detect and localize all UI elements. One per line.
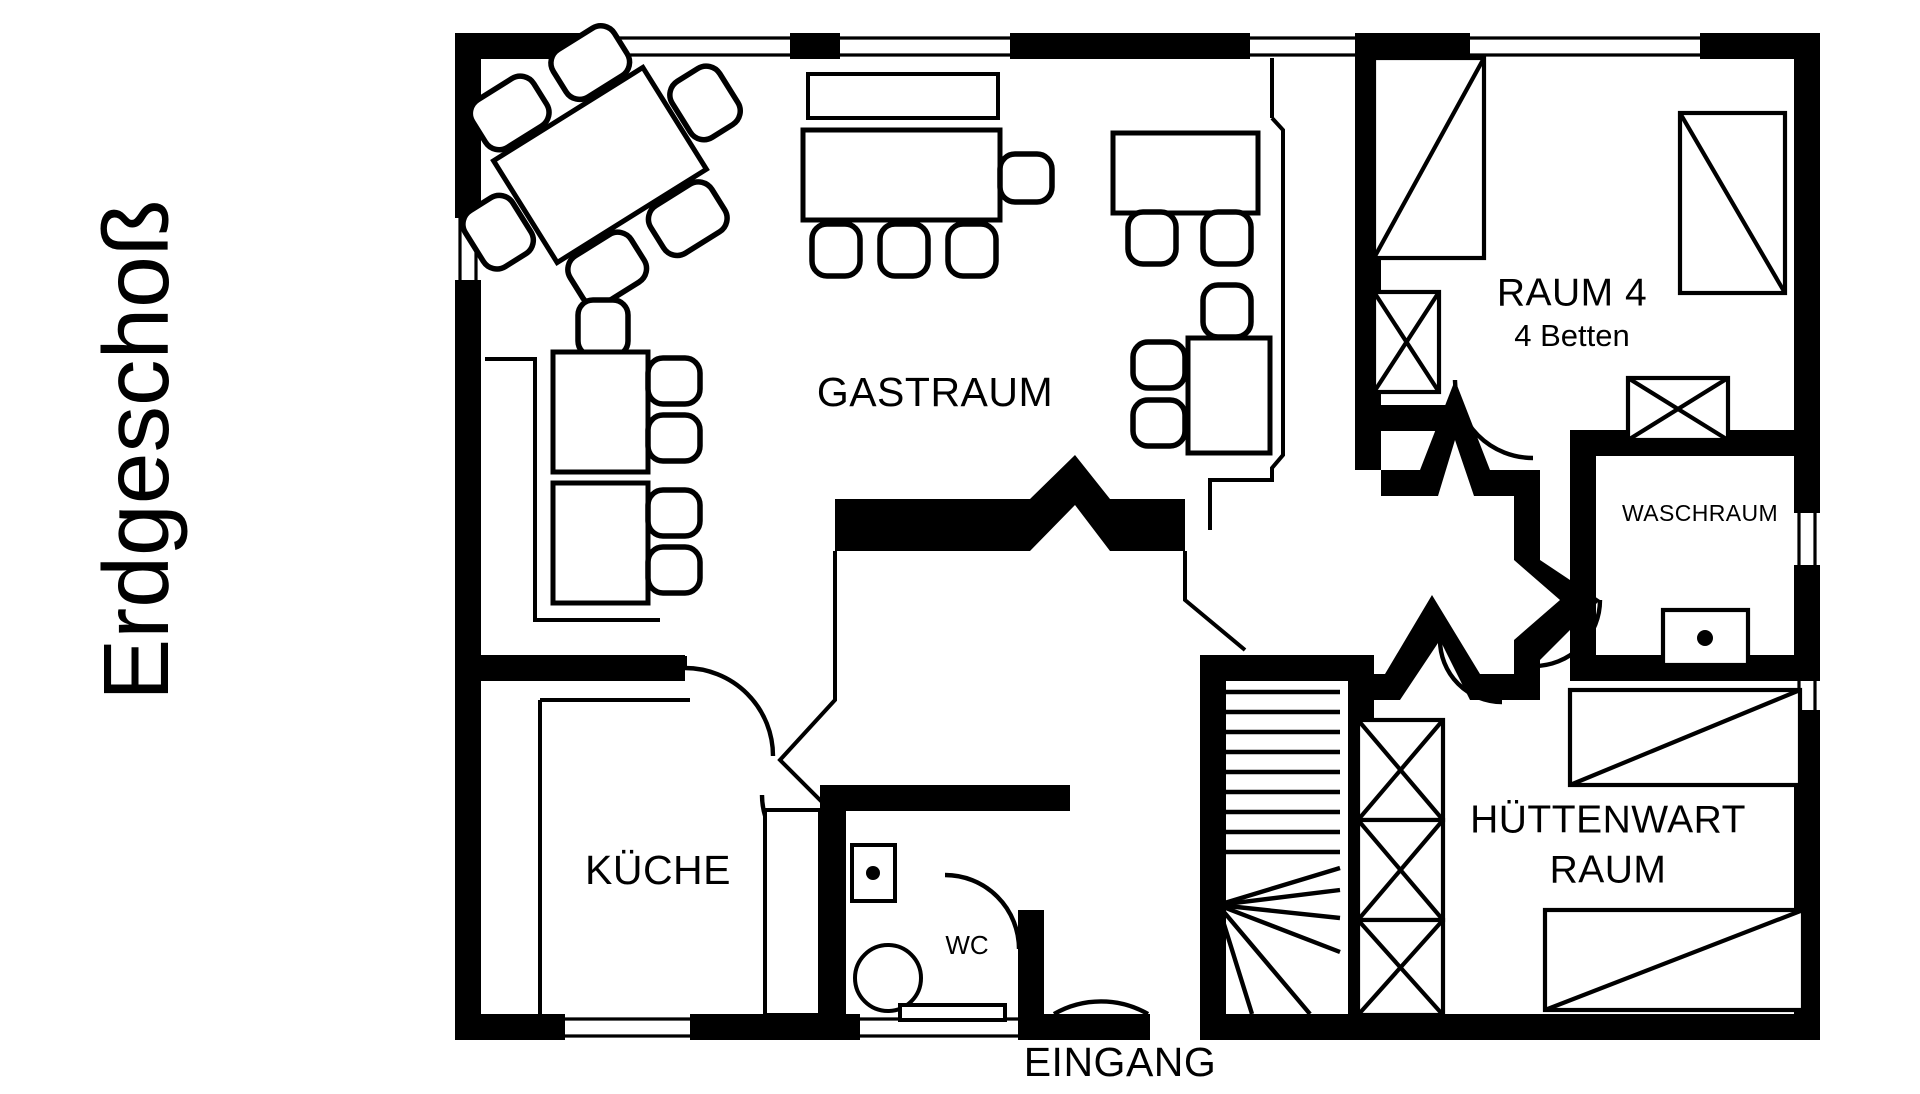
wc-fittings (850, 843, 1007, 1022)
chair (997, 151, 1055, 205)
room-label-gastraum: GASTRAUM (817, 369, 1053, 415)
gastraum-right-partition (1208, 58, 1285, 530)
chair (1130, 397, 1188, 449)
wc-floor-trim (898, 1003, 1007, 1022)
chair (1200, 282, 1254, 340)
sink-drain (866, 866, 880, 880)
table (550, 480, 651, 606)
dining-table-group (460, 23, 743, 309)
raum4-furniture (1371, 55, 1788, 443)
room-labels: GASTRAUM RAUM 4 4 Betten WASCHRAUM HÜTTE… (585, 271, 1778, 1085)
right-lower-furniture (1130, 282, 1273, 456)
left-tables-group (485, 297, 703, 622)
kitchen-fittings (538, 698, 822, 1017)
sink-drain (1697, 630, 1713, 646)
gastraum-boundary (835, 470, 1185, 551)
table (1185, 335, 1273, 456)
room-sublabel-raum4-beds: 4 Betten (1514, 318, 1629, 353)
right-upper-furniture (1110, 130, 1261, 267)
room-label-waschraum: WASCHRAUM (1622, 500, 1778, 526)
bench (806, 72, 1000, 120)
chair (1130, 339, 1188, 391)
long-table (800, 127, 1003, 223)
table (1110, 130, 1261, 216)
room-label-kueche: KÜCHE (585, 847, 731, 893)
room-label-huettenwart-line1: HÜTTENWART (1470, 798, 1746, 841)
chair (645, 412, 703, 464)
top-center-furniture (800, 72, 1055, 279)
toilet (853, 943, 923, 1013)
chair (1200, 209, 1254, 267)
door-arcs (683, 379, 1603, 1016)
hall-zigzag-wall (1348, 380, 1600, 700)
closet-x-panels (1355, 717, 1446, 1018)
chair (645, 544, 703, 596)
chair (945, 221, 999, 279)
huettenwart-furniture (1542, 687, 1806, 1013)
room-label-wc: WC (945, 930, 988, 960)
chair (809, 221, 863, 279)
label-eingang: EINGANG (1024, 1039, 1217, 1085)
staircase (1215, 669, 1341, 1016)
table (550, 349, 651, 475)
chair (575, 297, 631, 359)
waschraum-fittings (1660, 607, 1751, 668)
room-label-raum4: RAUM 4 (1497, 271, 1647, 314)
chair (645, 355, 703, 407)
corridor-outline (777, 551, 1247, 817)
room-label-huettenwart-line2: RAUM (1550, 848, 1667, 891)
chair (877, 221, 931, 279)
kitchen-counter (763, 808, 822, 1017)
chair (645, 487, 703, 539)
chair (1125, 209, 1179, 267)
